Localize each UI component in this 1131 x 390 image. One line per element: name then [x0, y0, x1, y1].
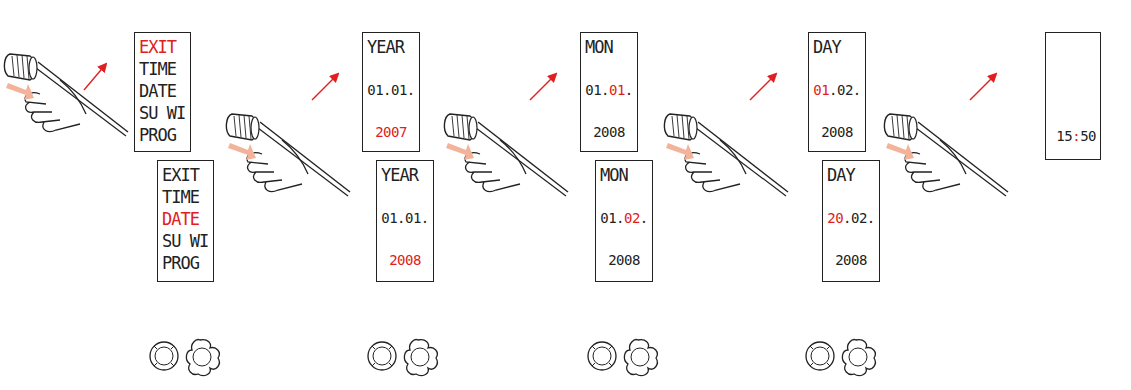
screen-line: YEAR [367, 37, 415, 57]
screen-text: 2008 [593, 124, 625, 140]
screen-text: : [1072, 128, 1080, 144]
display-screen: MON 01.02. 2008 [595, 160, 653, 282]
screen-text: MON [585, 37, 613, 57]
screen-line: DAY [813, 37, 861, 57]
screen-text: 50 [1080, 128, 1096, 144]
screen-line: PROG [162, 253, 209, 273]
screen-text: TIME [139, 59, 176, 79]
screen-text: 01. [600, 210, 624, 226]
screen-text: 01 [813, 82, 829, 98]
screen-line: 2008 [600, 251, 648, 269]
display-screen: MON01.01.2008 [580, 32, 638, 152]
screen-line: 20.02. [827, 209, 875, 227]
screen-text: . [625, 82, 633, 98]
screen-line: SU WI [162, 231, 209, 251]
display-screen: EXITTIMEDATESU WIPROG [134, 32, 191, 152]
screen-line: DAY [827, 165, 875, 185]
screen-text: MON [600, 165, 628, 185]
screen-text: SU WI [139, 103, 185, 123]
screen-line: 2008 [381, 251, 429, 269]
screen-text: DAY [827, 165, 855, 185]
screen-text: 15 [1056, 128, 1072, 144]
screen-line: EXIT [139, 37, 186, 57]
screen-line: EXIT [162, 165, 209, 185]
screen-line: 15:50 [1050, 127, 1096, 145]
screen-text: EXIT [139, 37, 176, 57]
display-screen: DAY 01.02. 2008 [808, 32, 866, 152]
screen-line: 01.02. [813, 81, 861, 99]
screen-line: PROG [139, 125, 186, 145]
screen-text: . [640, 210, 648, 226]
screen-text: EXIT [162, 165, 199, 185]
screen-line: MON [585, 37, 633, 57]
screen-text: DAY [813, 37, 841, 57]
display-screen: 15:50 [1045, 32, 1101, 160]
screen-line: YEAR [381, 165, 429, 185]
screen-line: 2008 [827, 251, 875, 269]
screen-line: 01.02. [600, 209, 648, 227]
screen-line: DATE [139, 81, 186, 101]
screen-text: 02 [624, 210, 640, 226]
display-screen: EXITTIMEDATESU WIPROG [157, 160, 214, 282]
screen-text: 01 [609, 82, 625, 98]
screen-text: 2008 [389, 252, 421, 268]
display-screen: YEAR 01.01. 2008 [376, 160, 434, 282]
screen-text: 2008 [835, 252, 867, 268]
screen-text: 01. [585, 82, 609, 98]
screen-line: 01.01. [367, 81, 415, 99]
screen-line: 2008 [585, 123, 633, 141]
screen-line: 01.01. [381, 209, 429, 227]
screen-text: PROG [162, 253, 199, 273]
screen-line: DATE [162, 209, 209, 229]
screen-text: PROG [139, 125, 176, 145]
screen-text: 01.01. [367, 82, 415, 98]
screen-line: MON [600, 165, 648, 185]
screen-text: 2007 [375, 124, 407, 140]
screen-text: SU WI [162, 231, 208, 251]
display-screen: YEAR 01.01. 2007 [362, 32, 420, 152]
screen-line: 01.01. [585, 81, 633, 99]
screen-text: 2008 [608, 252, 640, 268]
screen-text: .02. [843, 210, 875, 226]
screen-text: DATE [139, 81, 176, 101]
screen-text: TIME [162, 187, 199, 207]
screen-text: 2008 [821, 124, 853, 140]
screen-line: 2008 [813, 123, 861, 141]
screen-text: YEAR [367, 37, 404, 57]
screen-text: DATE [162, 209, 199, 229]
screen-text: 20 [827, 210, 843, 226]
screen-text: 01.01. [381, 210, 429, 226]
screen-text: .02. [829, 82, 861, 98]
screen-line: TIME [162, 187, 209, 207]
display-screen: DAY 20.02. 2008 [822, 160, 880, 282]
screen-line: 2007 [367, 123, 415, 141]
screen-line: TIME [139, 59, 186, 79]
screen-text: YEAR [381, 165, 418, 185]
screen-line: SU WI [139, 103, 186, 123]
